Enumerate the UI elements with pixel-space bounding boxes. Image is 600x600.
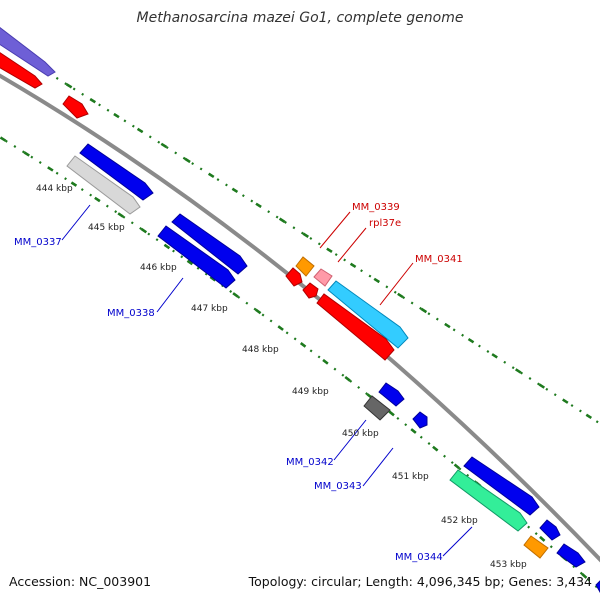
gene-feature[interactable]: [378, 382, 405, 407]
gene-feature[interactable]: [316, 293, 395, 361]
tick-label: 447 kbp: [191, 304, 228, 314]
gene-label[interactable]: MM_0341: [415, 254, 463, 265]
gene-feature[interactable]: [0, 20, 56, 77]
gene-feature[interactable]: [66, 155, 141, 215]
gene-feature[interactable]: [157, 225, 236, 289]
tick-labels: 444 kbp 445 kbp 446 kbp 447 kbp 448 kbp …: [36, 184, 527, 570]
tick-label: 449 kbp: [292, 387, 329, 397]
tick-label: 445 kbp: [88, 223, 125, 233]
gene-label[interactable]: MM_0339: [352, 202, 400, 213]
gene-feature[interactable]: [79, 143, 154, 201]
tick-label: 448 kbp: [242, 345, 279, 355]
gene-feature[interactable]: [363, 395, 391, 421]
tick-ring-major-dashes: [0, 40, 600, 591]
gene-feature[interactable]: [302, 282, 319, 299]
gene-feature[interactable]: [171, 213, 248, 275]
gene-label[interactable]: MM_0338: [107, 308, 155, 319]
gene-feature[interactable]: [0, 46, 43, 89]
gene-label[interactable]: MM_0343: [314, 481, 362, 492]
tick-label: 446 kbp: [140, 263, 177, 273]
label-leaders: [61, 204, 473, 557]
gene-label[interactable]: MM_0337: [14, 237, 62, 248]
tick-label: 453 kbp: [490, 560, 527, 570]
diagram-title: Methanosarcina mazei Go1, complete genom…: [137, 10, 464, 26]
gene-features[interactable]: [0, 20, 600, 594]
gene-feature[interactable]: [295, 256, 315, 277]
gene-feature[interactable]: [539, 519, 561, 541]
gene-feature[interactable]: [595, 579, 600, 594]
tick-label: 444 kbp: [36, 184, 73, 194]
gene-feature[interactable]: [327, 280, 409, 349]
topology-text: Topology: circular; Length: 4,096,345 bp…: [248, 574, 592, 589]
gene-feature[interactable]: [313, 268, 333, 287]
tick-label: 451 kbp: [392, 472, 429, 482]
gene-label[interactable]: MM_0344: [395, 552, 443, 563]
gene-label[interactable]: MM_0342: [286, 457, 334, 468]
gene-labels: MM_0337 MM_0338 MM_0339 rpl37e MM_0341 M…: [14, 202, 463, 563]
gene-feature[interactable]: [62, 95, 89, 119]
gene-feature[interactable]: [463, 456, 540, 516]
gene-feature[interactable]: [449, 469, 528, 532]
tick-label: 452 kbp: [441, 516, 478, 526]
gene-feature[interactable]: [285, 267, 303, 287]
gene-feature[interactable]: [412, 411, 428, 429]
accession-text: Accession: NC_003901: [9, 574, 151, 589]
gene-label[interactable]: rpl37e: [369, 218, 401, 229]
tick-label: 450 kbp: [342, 429, 379, 439]
gene-feature[interactable]: [523, 535, 549, 559]
gene-feature[interactable]: [556, 543, 586, 568]
